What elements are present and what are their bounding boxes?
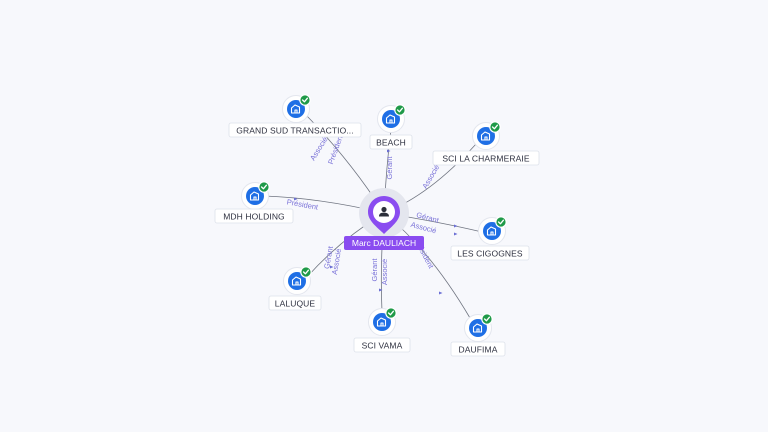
company-label: SCI VAMA <box>362 341 403 351</box>
company-label: SCI LA CHARMERAIE <box>442 154 529 164</box>
building-icon <box>290 104 301 114</box>
company-label: LALUQUE <box>275 299 316 309</box>
company-node-beach[interactable]: BEACH <box>369 104 413 150</box>
company-nodes: GRAND SUD TRANSACTIO... BEACH SCI LA CHARM… <box>214 94 540 357</box>
company-node-daufima[interactable]: DAUFIMA <box>450 313 506 357</box>
company-label-box <box>228 122 362 138</box>
company-label-box <box>353 337 411 353</box>
relation-label: Gérant <box>370 258 379 282</box>
company-node-les-cigognes[interactable]: LES CIGOGNES <box>450 216 530 261</box>
company-label-box <box>214 208 294 224</box>
arrow-icon <box>454 224 458 228</box>
company-node-sci-vama[interactable]: SCI VAMA <box>353 307 411 353</box>
check-badge-icon <box>481 313 493 325</box>
arrow-icon <box>387 149 391 153</box>
building-icon <box>480 131 491 141</box>
company-label: GRAND SUD TRANSACTIO... <box>236 126 353 136</box>
relation-label: Associé <box>330 248 343 275</box>
check-badge-icon <box>495 216 507 228</box>
company-label: DAUFIMA <box>459 345 498 355</box>
check-badge-icon <box>394 104 406 116</box>
building-icon <box>249 191 260 201</box>
building-icon <box>472 323 483 333</box>
company-label-box <box>369 134 413 150</box>
company-label-box <box>432 150 540 166</box>
arrow-icon <box>294 197 298 201</box>
building-icon <box>291 276 302 286</box>
company-label-box <box>268 295 322 311</box>
company-label: MDH HOLDING <box>223 212 285 222</box>
company-node-laluque[interactable]: LALUQUE <box>268 266 322 311</box>
check-badge-icon <box>300 266 312 278</box>
arrow-icon <box>379 288 383 292</box>
arrow-icon <box>330 265 334 269</box>
arrow-icon <box>454 232 458 236</box>
person-label-box <box>344 236 424 250</box>
person-node[interactable]: Marc DAULIACH <box>344 188 424 250</box>
building-icon <box>376 317 387 327</box>
relation-label: Associé <box>308 135 330 162</box>
arrow-icon <box>439 291 443 295</box>
company-label-box <box>450 245 530 261</box>
relation-label: Gérant <box>322 245 335 270</box>
check-badge-icon <box>385 307 397 319</box>
building-icon <box>486 226 497 236</box>
check-badge-icon <box>299 94 311 106</box>
person-label: Marc DAULIACH <box>352 238 416 248</box>
company-node-mdh-holding[interactable]: MDH HOLDING <box>214 181 294 224</box>
relation-label: Gérant <box>385 156 394 180</box>
person-icon <box>379 206 389 217</box>
company-label: BEACH <box>376 138 406 148</box>
company-node-grand-sud-transactio[interactable]: GRAND SUD TRANSACTIO... <box>228 94 362 138</box>
company-node-sci-la-charmeraie[interactable]: SCI LA CHARMERAIE <box>432 121 540 166</box>
relation-label: Associé <box>380 259 389 285</box>
check-badge-icon <box>489 121 501 133</box>
company-label-box <box>450 341 506 357</box>
building-icon <box>385 114 396 124</box>
check-badge-icon <box>258 181 270 193</box>
company-label: LES CIGOGNES <box>457 249 523 259</box>
